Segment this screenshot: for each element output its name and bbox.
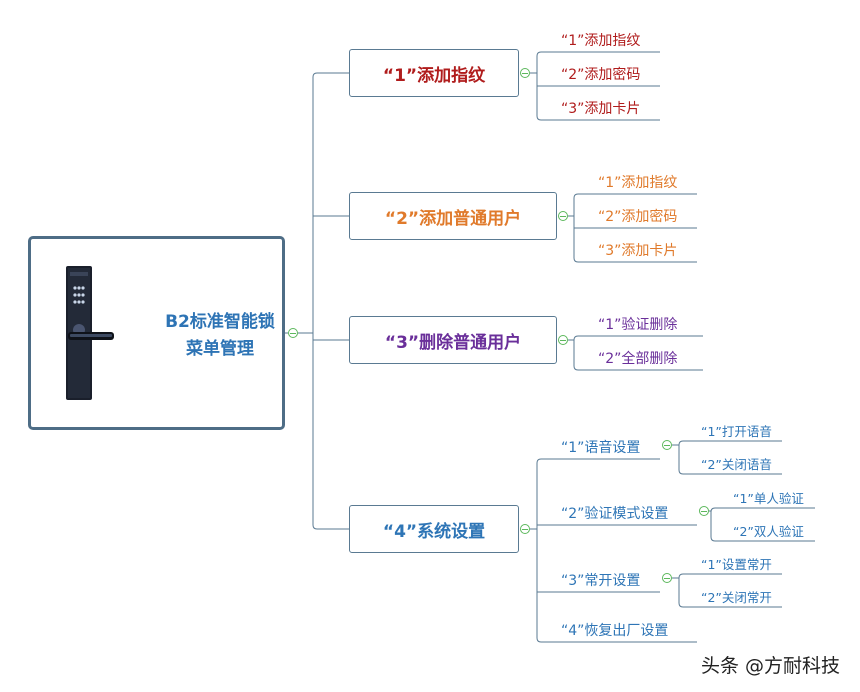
branch-4-item-3-leaf-2[interactable]: “2”关闭常开 [701, 590, 772, 605]
branch-4-item-4[interactable]: “4”恢复出厂设置 [561, 623, 669, 639]
branch-node-1[interactable]: “1”添加指纹 [349, 49, 519, 97]
branch-2-bottom-connector [573, 216, 697, 263]
branch-1-item-2[interactable]: “2”添加密码 [561, 67, 641, 83]
branch-4-item-2-leaf-2-connector [710, 511, 815, 542]
branch-3-top-connector [573, 335, 703, 341]
branch-1-collapse-toggle[interactable] [520, 68, 530, 78]
branch-2-collapse-toggle[interactable] [558, 211, 568, 221]
branch-2-item-1[interactable]: “1”添加指纹 [598, 175, 678, 191]
branch-3-item-2[interactable]: “2”全部删除 [598, 351, 678, 367]
branch-4-item-1[interactable]: “1”语音设置 [561, 440, 641, 456]
root-node[interactable]: B2标准智能锁菜单管理 [28, 236, 285, 430]
branch-4-collapse-toggle[interactable] [520, 524, 530, 534]
spine-branch-1 [312, 72, 349, 78]
branch-2-item-2[interactable]: “2”添加密码 [598, 209, 678, 225]
branch-1-bottom-connector [536, 73, 660, 121]
branch-4-item-2-collapse-toggle[interactable] [699, 506, 709, 516]
branch-4-item-2-leaf-2[interactable]: “2”双人验证 [733, 524, 804, 539]
branch-4-item-1-leaf-1[interactable]: “1”打开语音 [701, 424, 772, 439]
branch-3-bottom-connector [573, 340, 703, 371]
watermark: 头条 @方耐科技 [700, 655, 840, 677]
branch-4-item-3-leaf-2-connector [678, 578, 782, 608]
root-collapse-toggle[interactable] [288, 328, 298, 338]
smart-lock-image [66, 266, 114, 400]
branch-4-sub-4-connector [536, 529, 697, 643]
branch-4-item-1-leaf-2[interactable]: “2”关闭语音 [701, 457, 772, 472]
branch-4-item-1-leaf-1-connector [678, 440, 782, 446]
branch-1-item-3[interactable]: “3”添加卡片 [561, 101, 641, 117]
branch-2-top-connector [573, 193, 697, 216]
branch-4-item-2-leaf-1[interactable]: “1”单人验证 [733, 491, 804, 506]
branch-3-collapse-toggle[interactable] [558, 335, 568, 345]
branch-4-item-1-collapse-toggle[interactable] [662, 440, 672, 450]
branch-3-item-1[interactable]: “1”验证删除 [598, 317, 678, 333]
branch-node-2[interactable]: “2”添加普通用户 [349, 192, 557, 240]
branch-4-item-1-leaf-2-connector [678, 445, 782, 475]
branch-4-item-3-leaf-1-connector [678, 573, 782, 579]
branch-4-sub-1-connector [536, 458, 660, 529]
branch-4-item-2[interactable]: “2”验证模式设置 [561, 506, 669, 522]
branch-1-item-1[interactable]: “1”添加指纹 [561, 33, 641, 49]
branch-4-item-3-collapse-toggle[interactable] [662, 573, 672, 583]
branch-node-3[interactable]: “3”删除普通用户 [349, 316, 557, 364]
branch-2-item-3[interactable]: “3”添加卡片 [598, 243, 678, 259]
branch-node-4[interactable]: “4”系统设置 [349, 505, 519, 553]
root-title: B2标准智能锁菜单管理 [165, 312, 275, 359]
branch-4-item-2-leaf-1-connector [710, 507, 815, 513]
branch-4-item-3[interactable]: “3”常开设置 [561, 573, 641, 589]
spine-branch-4 [312, 524, 349, 530]
branch-1-top-connector [536, 51, 660, 73]
branch-4-item-3-leaf-1[interactable]: “1”设置常开 [701, 557, 772, 572]
